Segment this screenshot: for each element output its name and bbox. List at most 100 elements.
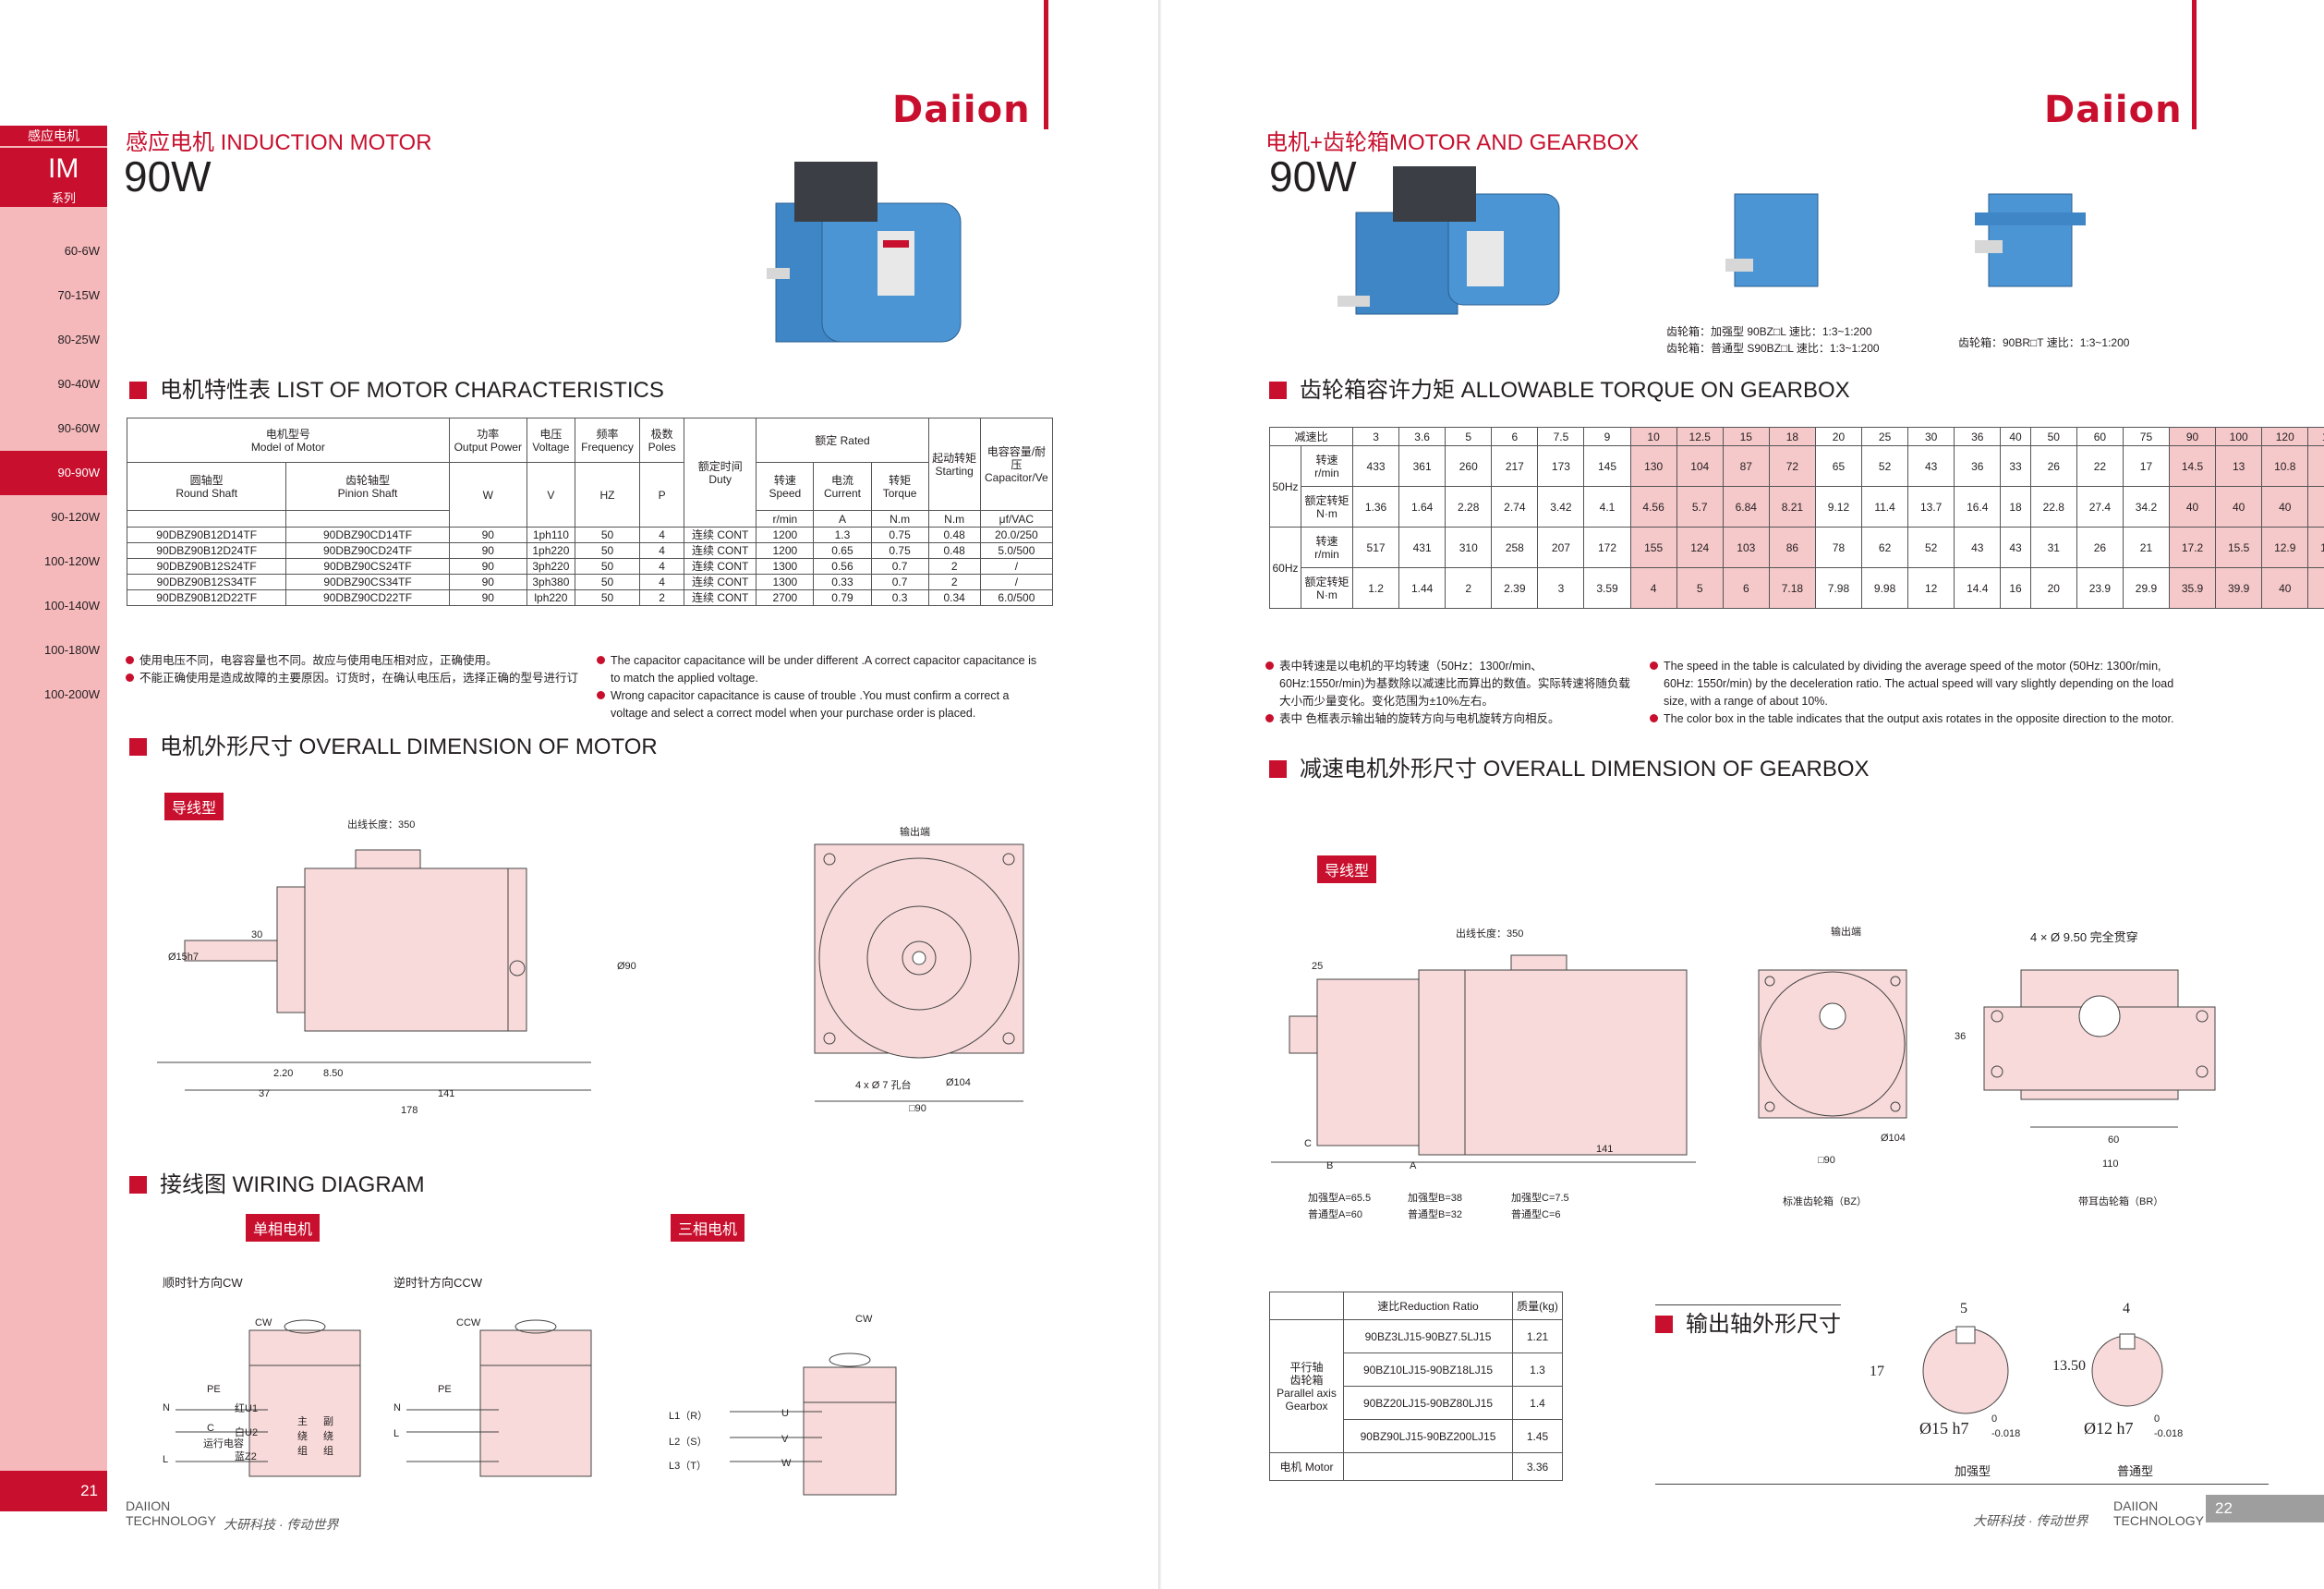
dim-a-normal: 普通型A=60: [1308, 1209, 1362, 1220]
dim-c-normal: 普通型C=6: [1511, 1209, 1561, 1220]
dim-b: B: [1326, 1160, 1334, 1171]
characteristics-cell: 连续 CONT: [684, 589, 757, 606]
ratio-cell: 150: [2307, 427, 2324, 446]
th-rated: 额定 Rated: [756, 418, 929, 463]
shaft-tol-zero-2: 0: [2154, 1413, 2161, 1425]
torque-value-cell: 14.4: [1954, 567, 2002, 609]
sidebar-item-70-15w[interactable]: 70-15W: [57, 288, 100, 302]
characteristics-cell: 0.56: [813, 558, 872, 575]
sidebar-item-100-200w[interactable]: 100-200W: [44, 687, 100, 701]
characteristics-cell: 4: [639, 527, 685, 543]
winding-aux: 副绕组: [323, 1416, 333, 1457]
dim-lead-length: 出线长度：350: [1456, 928, 1524, 940]
dim-outlet: 输出端: [900, 827, 930, 838]
shaft-dia-12: Ø12 h7: [2084, 1419, 2134, 1437]
dim-phi104: Ø104: [1881, 1133, 1906, 1144]
torque-value-cell: 40: [2261, 567, 2309, 609]
sidebar-item-80-25w[interactable]: 80-25W: [57, 333, 100, 346]
wire-n-ccw: N: [393, 1402, 401, 1413]
sidebar-item-90-90w[interactable]: 90-90W: [0, 451, 107, 495]
torque-value-cell: 2: [1445, 567, 1493, 609]
divider: [1655, 1484, 2269, 1485]
torque-value-cell: 6: [1722, 567, 1770, 609]
torque-value-cell: 65: [1814, 445, 1863, 487]
wire-l3: L3（T）: [669, 1461, 707, 1472]
torque-value-cell: 40: [2307, 486, 2324, 528]
characteristics-cell: 50: [574, 589, 641, 606]
characteristics-cell: 3ph220: [526, 558, 575, 575]
power-title: 90W: [124, 152, 212, 200]
sidebar-item-100-140w[interactable]: 100-140W: [44, 599, 100, 613]
ratio-cell: 3: [1351, 427, 1400, 446]
brand-logo: Daiion: [892, 89, 1031, 131]
ratio-cell: 25: [1861, 427, 1909, 446]
dim-141: 141: [438, 1088, 455, 1099]
bullet-icon: [1650, 661, 1658, 670]
dim-2-20: 2.20: [273, 1068, 294, 1079]
torque-value-cell: 87: [1722, 445, 1770, 487]
characteristics-cell: 90DBZ90B12S24TF: [126, 558, 287, 575]
torque-value-cell: 103: [1722, 527, 1770, 568]
gearbox-bz-front-drawing: [1758, 969, 1907, 1119]
characteristics-cell: 4: [639, 542, 685, 559]
dim-outlet: 输出端: [1831, 927, 1861, 938]
characteristics-cell: 3ph380: [526, 574, 575, 590]
cw-label: CW: [255, 1317, 272, 1328]
th-unit-poles: P: [639, 462, 685, 528]
category-title: 电机+齿轮箱MOTOR AND GEARBOX: [1265, 130, 1640, 155]
characteristics-cell: 1300: [756, 558, 815, 575]
sidebar-item-100-120w[interactable]: 100-120W: [44, 554, 100, 568]
sidebar-item-90-120w[interactable]: 90-120W: [51, 510, 100, 524]
sidebar-item-90-60w[interactable]: 90-60W: [57, 421, 100, 435]
section-title: 齿轮箱容许力矩 ALLOWABLE TORQUE ON GEARBOX: [1300, 378, 1850, 403]
torque-value-cell: 10.3: [2307, 527, 2324, 568]
th-unit-voltage: V: [526, 462, 575, 528]
torque-value-cell: 35.9: [2169, 567, 2217, 609]
note-en-1c: size, with a range of about 10%.: [1664, 695, 1828, 708]
ratio-cell: 7.5: [1537, 427, 1585, 446]
th-unit-cap: μf/VAC: [979, 510, 1054, 528]
torque-value-cell: 2.39: [1491, 567, 1539, 609]
wire-u1: 红U1: [235, 1403, 259, 1414]
ratio-cell: 120: [2261, 427, 2309, 446]
footer-slogan: 大研科技 · 传动世界: [1973, 1513, 2088, 1528]
th-unit-freq: HZ: [574, 462, 641, 528]
torque-value-cell: 21: [2122, 527, 2171, 568]
wire-pe-ccw: PE: [438, 1384, 452, 1395]
characteristics-cell: 0.7: [870, 574, 929, 590]
torque-value-cell: 27.4: [2076, 486, 2124, 528]
footer-brand-name: DAIION: [2113, 1498, 2159, 1513]
dim-sq90: □90: [1818, 1155, 1835, 1166]
th-unit-current: A: [813, 510, 872, 528]
page-number: 22: [2206, 1495, 2324, 1522]
sidebar-item-60-6w[interactable]: 60-6W: [64, 244, 100, 258]
sidebar-item-100-180w[interactable]: 100-180W: [44, 643, 100, 657]
dim-a-reinforced: 加强型A=65.5: [1308, 1193, 1372, 1204]
ccw-label: CCW: [456, 1317, 481, 1328]
ratio-cell: 3.6: [1398, 427, 1446, 446]
torque-value-cell: 40: [2261, 486, 2309, 528]
dim-178: 178: [401, 1105, 418, 1116]
th-pinion: 齿轮轴型: [345, 473, 391, 487]
characteristics-cell: 90DBZ90B12D22TF: [126, 589, 287, 606]
note-text: The speed in the table is calculated by …: [1664, 660, 2161, 673]
section-title: 输出轴外形尺寸: [1686, 1312, 1841, 1337]
gear-caption-reinforced: 齿轮箱：加强型 90BZ□L 速比：1:3~1:200: [1666, 325, 1872, 338]
sidebar-item-90-40w[interactable]: 90-40W: [57, 377, 100, 391]
characteristics-cell: 1ph220: [526, 542, 575, 559]
th-pinion-en: Pinion Shaft: [337, 486, 398, 500]
bullet-icon: [1265, 714, 1274, 722]
row-label: 额定转矩 N·m: [1301, 567, 1353, 609]
section-title: 电机特性表 LIST OF MOTOR CHARACTERISTICS: [160, 378, 664, 403]
characteristics-cell: /: [979, 558, 1054, 575]
bullet-icon: [126, 656, 134, 664]
characteristics-cell: 0.33: [813, 574, 872, 590]
torque-value-cell: 9.12: [1814, 486, 1863, 528]
torque-value-cell: 1.44: [1398, 567, 1446, 609]
footer-slogan: 大研科技 · 传动世界: [224, 1517, 339, 1532]
